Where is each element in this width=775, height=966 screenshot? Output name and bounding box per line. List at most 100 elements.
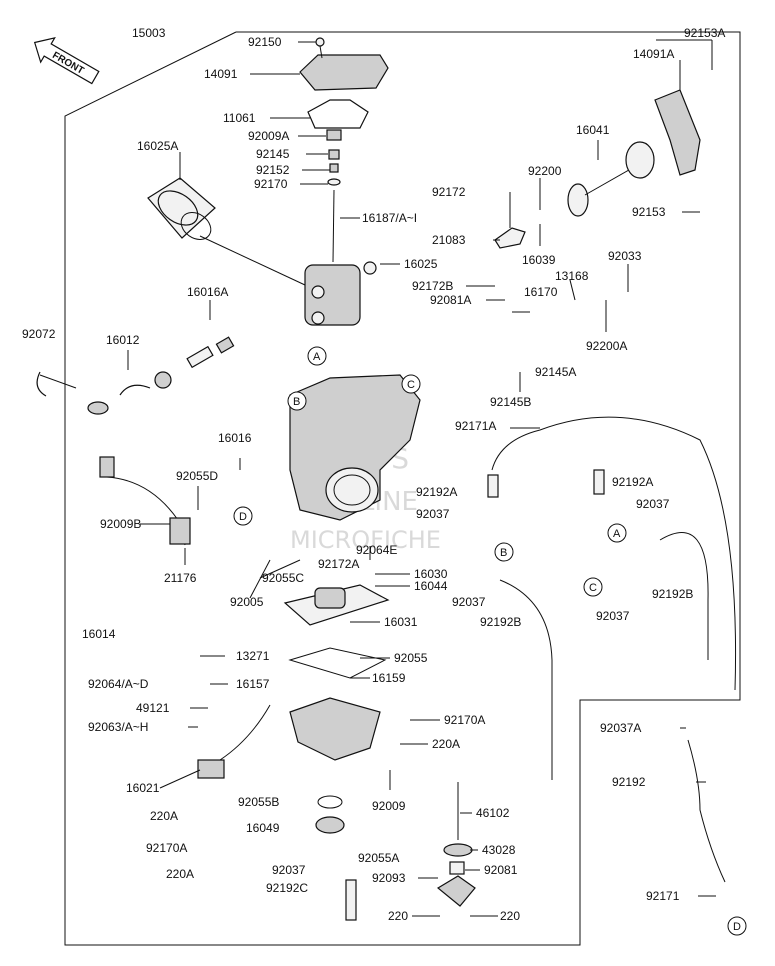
label-43028: 43028 <box>482 843 516 857</box>
label-16014: 16014 <box>82 627 116 641</box>
label-220A-2: 220A <box>150 809 178 823</box>
label-92081: 92081 <box>484 863 518 877</box>
label-92055B: 92055B <box>238 795 279 809</box>
float-bowl-part <box>197 697 381 779</box>
label-92172: 92172 <box>432 185 466 199</box>
hose-192-part <box>687 739 726 883</box>
label-92055A: 92055A <box>358 851 399 865</box>
label-16044: 16044 <box>414 579 448 593</box>
label-92093: 92093 <box>372 871 406 885</box>
label-16031: 16031 <box>384 615 418 629</box>
label-92192B-mid: 92192B <box>480 615 521 629</box>
oring-part <box>317 795 343 809</box>
label-220-2: 220 <box>500 909 520 923</box>
label-92037A: 92037A <box>600 721 641 735</box>
label-92037-mid: 92037 <box>452 595 486 609</box>
label-92063: 92063/A~H <box>88 720 148 734</box>
label-16049: 16049 <box>246 821 280 835</box>
label-16021: 16021 <box>126 781 160 795</box>
label-92172A: 92172A <box>318 557 359 571</box>
label-92081A: 92081A <box>430 293 471 307</box>
label-16012: 16012 <box>106 333 140 347</box>
lever-part <box>494 227 526 249</box>
top-cover-part <box>299 37 389 91</box>
spring-part <box>449 861 465 875</box>
label-11061: 11061 <box>223 111 256 125</box>
fitting-set-part <box>87 371 172 415</box>
svg-text:D: D <box>239 511 247 523</box>
carburetor-body-part <box>289 374 421 521</box>
label-92172B: 92172B <box>412 279 453 293</box>
vent-hose-2 <box>499 579 553 780</box>
callout-d-2: D <box>727 916 747 936</box>
callout-c-2: C <box>583 577 603 597</box>
label-92145: 92145 <box>256 147 290 161</box>
svg-text:A: A <box>613 528 621 540</box>
label-92170A: 92170A <box>444 713 485 727</box>
accelerator-pump-part <box>304 261 377 326</box>
hose-a-small-part <box>487 474 499 498</box>
label-92192A-center: 92192A <box>416 485 457 499</box>
callout-d-1: D <box>233 506 253 526</box>
label-92064: 92064/A~D <box>88 677 149 691</box>
label-92033: 92033 <box>608 249 642 263</box>
diaphragm-part <box>443 843 473 857</box>
label-92037-center: 92037 <box>416 507 450 521</box>
label-92152: 92152 <box>256 163 290 177</box>
front-arrow-icon: FRONT <box>33 36 100 85</box>
gasket-part <box>307 99 369 129</box>
label-92055C: 92055C <box>262 571 304 585</box>
label-92171: 92171 <box>646 889 680 903</box>
label-220A-3: 220A <box>166 867 194 881</box>
hose-c-part <box>345 879 357 921</box>
label-92192C: 92192C <box>266 881 308 895</box>
drain-plug-part <box>315 816 345 834</box>
label-49121: 49121 <box>136 701 170 715</box>
label-92055D: 92055D <box>176 469 218 483</box>
jet-stack-part <box>326 129 342 263</box>
label-16025A: 16025A <box>137 139 178 153</box>
svg-text:B: B <box>293 396 300 408</box>
assembly-frame <box>64 31 741 946</box>
cover-plate-part <box>147 177 216 240</box>
callout-b-1: B <box>287 391 307 411</box>
label-92009A: 92009A <box>248 129 289 143</box>
pump-cover-part <box>436 875 476 907</box>
label-92009: 92009 <box>372 799 406 813</box>
callout-c-1: C <box>401 374 421 394</box>
label-16159: 16159 <box>372 671 406 685</box>
label-92200: 92200 <box>528 164 562 178</box>
label-92192A-right: 92192A <box>612 475 653 489</box>
vent-hose-1 <box>491 416 737 691</box>
label-220-1: 220 <box>388 909 408 923</box>
callout-a-2: A <box>607 523 627 543</box>
screw-set-part <box>186 336 235 369</box>
svg-text:B: B <box>500 547 507 559</box>
label-13168: 13168 <box>555 269 589 283</box>
label-220A-1: 220A <box>432 737 460 751</box>
float-gasket-part <box>288 647 387 679</box>
watermark-line-3: MICROFICHE <box>290 526 441 554</box>
label-16030: 16030 <box>414 567 448 581</box>
label-92153A: 92153A <box>684 26 725 40</box>
svg-text:A: A <box>313 351 321 363</box>
cable-bracket-part <box>654 89 701 176</box>
label-92192: 92192 <box>612 775 646 789</box>
vent-hose-3 <box>659 532 709 660</box>
label-92037-rr: 92037 <box>596 609 630 623</box>
label-92170: 92170 <box>254 177 288 191</box>
label-21176: 21176 <box>164 571 197 585</box>
label-16016A: 16016A <box>187 285 228 299</box>
sensor-harness-part <box>99 456 191 546</box>
label-92037-bottom: 92037 <box>272 863 306 877</box>
leader-lines <box>39 39 716 917</box>
label-13271: 13271 <box>236 649 270 663</box>
label-92072: 92072 <box>22 327 56 341</box>
callout-b-2: B <box>494 542 514 562</box>
svg-text:D: D <box>733 921 741 933</box>
hose-a-right-part <box>593 469 605 495</box>
label-92037-right: 92037 <box>636 497 670 511</box>
svg-text:C: C <box>589 582 597 594</box>
label-92170A-2: 92170A <box>146 841 187 855</box>
